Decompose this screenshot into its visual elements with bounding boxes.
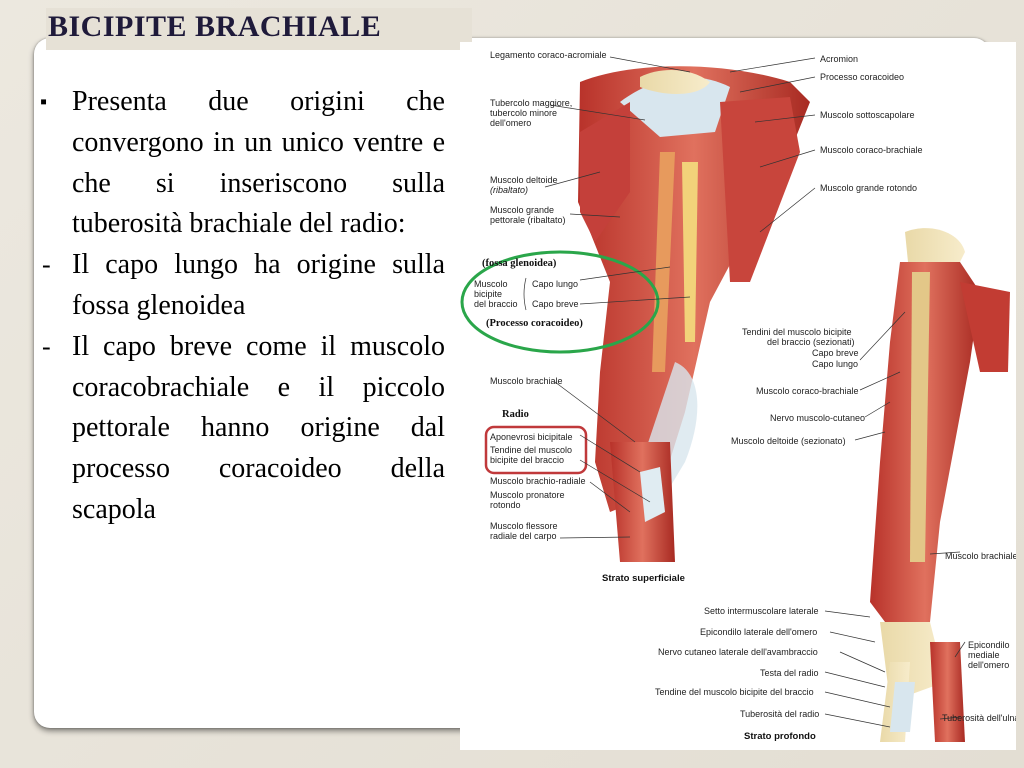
label-muscolo-bicipite-line3: del braccio: [474, 299, 518, 309]
label-muscolo-brachiale-right: Muscolo brachiale: [945, 551, 1016, 561]
label-grande-pettorale-line2: pettorale (ribaltato): [490, 215, 566, 225]
label-pronatore-line1: Muscolo pronatore: [490, 490, 565, 500]
deep-arm-drawing: [870, 228, 1010, 742]
label-sottoscapolare: Muscolo sottoscapolare: [820, 110, 915, 120]
label-tuberosita-ulna: Tuberosità dell'ulna: [942, 713, 1016, 723]
bullet-item: - Il capo breve come il muscolo coracobr…: [40, 327, 445, 531]
bullet-text: Il capo breve come il muscolo coracobrac…: [72, 330, 445, 525]
label-tubercolo-line2: tubercolo minore: [490, 108, 557, 118]
label-muscolo-bicipite-line2: bicipite: [474, 289, 502, 299]
anatomy-drawing: Legamento coraco-acromiale Tubercolo mag…: [460, 50, 1016, 742]
label-muscolo-bicipite-line1: Muscolo: [474, 279, 508, 289]
label-epicondilo-mediale-line1: Epicondilo: [968, 640, 1010, 650]
slide-title: BICIPITE BRACHIALE: [46, 8, 472, 50]
label-tendine-bicipite-right: Tendine del muscolo bicipite del braccio: [655, 687, 814, 697]
tendon-highlight-box: [484, 425, 588, 475]
label-tendine-line1: Tendine del muscolo: [490, 445, 572, 455]
label-testa-radio: Testa del radio: [760, 668, 819, 678]
label-processo-coracoideo-right: Processo coracoideo: [820, 72, 904, 82]
label-tendini-line2: del braccio (sezionati): [767, 337, 855, 347]
label-strato-profondo: Strato profondo: [744, 731, 816, 742]
bullet-text: Il capo lungo ha origine sulla fossa gle…: [72, 249, 445, 321]
label-epicondilo-mediale-line3: dell'omero: [968, 660, 1009, 670]
label-processo-coracoideo: (Processo coracoideo): [486, 318, 583, 329]
label-nervo-muscolo-cutaneo: Nervo muscolo-cutaneo: [770, 413, 865, 423]
label-flessore-line1: Muscolo flessore: [490, 521, 558, 531]
label-muscolo-brachiale: Muscolo brachiale: [490, 376, 563, 386]
bullet-list: ▪ Presenta due origini che convergono in…: [40, 82, 445, 531]
label-nervo-cutaneo: Nervo cutaneo laterale dell'avambraccio: [658, 647, 818, 657]
bullet-item: ▪ Presenta due origini che convergono in…: [40, 82, 445, 245]
label-radio: Radio: [502, 409, 529, 420]
label-setto-intermuscolare: Setto intermuscolare laterale: [704, 606, 819, 616]
label-brachio-radiale: Muscolo brachio-radiale: [490, 476, 586, 486]
label-fossa-glenoidea: (fossa glenoidea): [482, 258, 557, 269]
square-bullet-icon: ▪: [40, 91, 48, 113]
label-capo-breve: Capo breve: [532, 299, 579, 309]
glenoid-highlight-circle: [460, 250, 660, 354]
leader-lines: [544, 56, 966, 728]
label-acromion: Acromion: [820, 54, 858, 64]
bullet-text: Presenta due origini che convergono in u…: [72, 86, 445, 240]
label-tendine-line2: bicipite del braccio: [490, 455, 564, 465]
label-legamento-coraco-acromiale: Legamento coraco-acromiale: [490, 50, 607, 60]
label-grande-rotondo: Muscolo grande rotondo: [820, 183, 917, 193]
label-coraco-brachiale: Muscolo coraco-brachiale: [820, 145, 923, 155]
label-epicondilo-mediale-line2: mediale: [968, 650, 1000, 660]
label-deltoide-line1: Muscolo deltoide: [490, 175, 558, 185]
label-aponevrosi-bicipitale: Aponevrosi bicipitale: [490, 432, 573, 442]
label-capo-breve-right: Capo breve: [812, 348, 859, 358]
label-grande-pettorale-line1: Muscolo grande: [490, 205, 554, 215]
dash-bullet-icon: -: [42, 250, 51, 280]
label-tubercolo-line1: Tubercolo maggiore,: [490, 98, 572, 108]
label-epicondilo-laterale: Epicondilo laterale dell'omero: [700, 627, 817, 637]
label-deltoide-sezionato: Muscolo deltoide (sezionato): [731, 436, 846, 446]
dash-bullet-icon: -: [42, 331, 51, 361]
label-deltoide-line2: (ribaltato): [490, 185, 528, 195]
label-tubercolo-line3: dell'omero: [490, 118, 531, 128]
label-coraco-brachiale-deep: Muscolo coraco-brachiale: [756, 386, 859, 396]
label-capo-lungo-right: Capo lungo: [812, 359, 858, 369]
bullet-item: - Il capo lungo ha origine sulla fossa g…: [40, 245, 445, 327]
label-strato-superficiale: Strato superficiale: [602, 573, 685, 584]
label-capo-lungo: Capo lungo: [532, 279, 578, 289]
label-tuberosita-radio: Tuberosità del radio: [740, 709, 819, 719]
label-pronatore-line2: rotondo: [490, 500, 521, 510]
anatomy-illustration: Legamento coraco-acromiale Tubercolo mag…: [460, 42, 1016, 750]
brace-shape: [523, 277, 527, 311]
label-tendini-line1: Tendini del muscolo bicipite: [742, 327, 852, 337]
superficial-arm-drawing: [578, 66, 810, 562]
label-flessore-line2: radiale del carpo: [490, 531, 557, 541]
